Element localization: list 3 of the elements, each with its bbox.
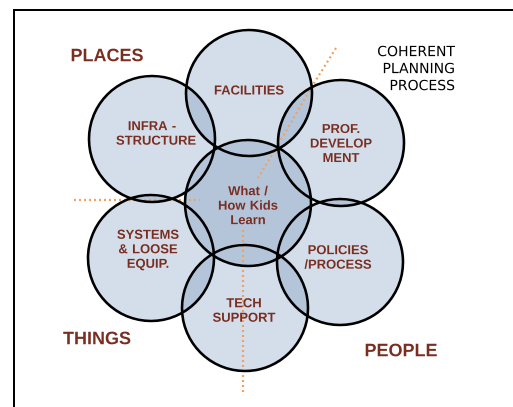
region-label: PEOPLE bbox=[366, 344, 437, 356]
region-label: THINGS bbox=[63, 332, 130, 344]
region-label: PLACES bbox=[72, 48, 143, 62]
